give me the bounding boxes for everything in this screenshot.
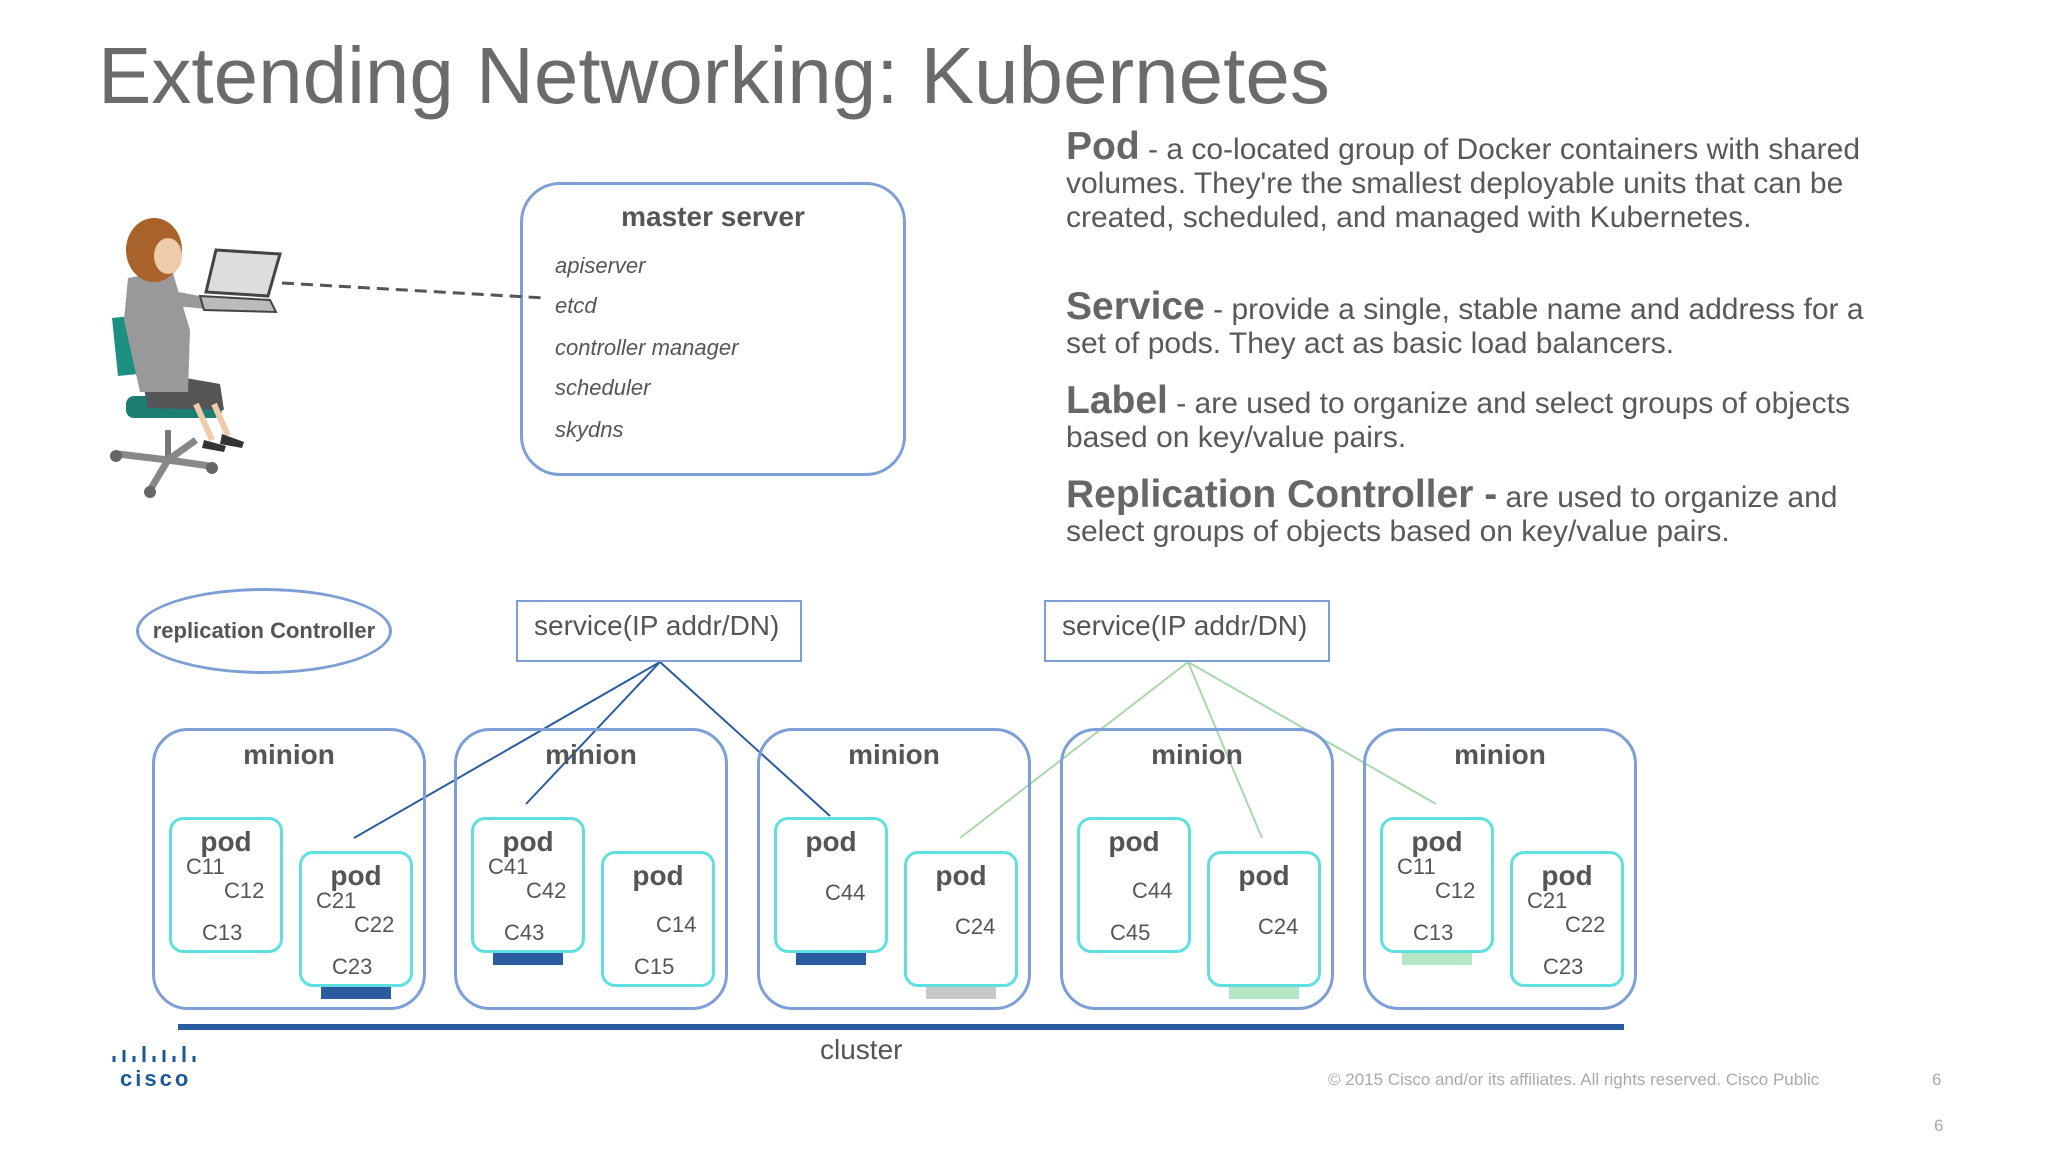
replication-controller-label: replication Controller — [152, 618, 376, 643]
component-skydns: skydns — [555, 417, 624, 442]
pod-label-bar — [796, 953, 866, 965]
pod-label-bar — [493, 953, 563, 965]
pod-label: pod — [1238, 860, 1290, 891]
container-label: C11 — [1397, 854, 1436, 879]
pod-label-bar — [321, 987, 391, 999]
minion-label: minion — [848, 739, 940, 770]
pod-label: pod — [502, 826, 554, 857]
container-label: C21 — [316, 888, 357, 913]
service1-to-pod-link — [659, 661, 831, 817]
container-label: C12 — [224, 878, 265, 903]
cisco-logo — [110, 1044, 200, 1069]
replication-controller-node: replication Controller — [136, 588, 392, 674]
definition-text: are used to organize and select groups o… — [1066, 481, 1838, 548]
container-label: C23 — [332, 954, 373, 979]
service-node: service(IP addr/DN) — [1044, 600, 1330, 662]
pod-label-bar — [926, 987, 996, 999]
cluster-line — [178, 1024, 1624, 1030]
minion-label: minion — [243, 739, 335, 770]
pod-label: pod — [805, 826, 857, 857]
component-apiserver: apiserver — [555, 253, 646, 278]
container-label: C24 — [1258, 914, 1299, 939]
component-controller-manager: controller manager — [555, 335, 739, 360]
service-label: service(IP addr/DN) — [1062, 610, 1308, 641]
container-label: C23 — [1543, 954, 1584, 979]
slide-title: Extending Networking: Kubernetes — [98, 31, 1330, 120]
pod-label: pod — [1108, 826, 1160, 857]
component-scheduler: scheduler — [555, 375, 651, 400]
master-server-box: master server apiserver etcd controller … — [520, 182, 906, 476]
definition-term: Label — [1066, 379, 1168, 422]
pod-label: pod — [200, 826, 252, 857]
pod-label: pod — [1411, 826, 1463, 857]
minion-label: minion — [1151, 739, 1243, 770]
page-number: 6 — [1932, 1070, 1942, 1089]
cluster-label: cluster — [820, 1034, 903, 1065]
definition-pod: Pod - a co-located group of Docker conta… — [1066, 127, 1866, 235]
definition-term: Pod — [1066, 125, 1140, 168]
container-label: C42 — [526, 878, 567, 903]
container-label: C44 — [825, 880, 866, 905]
container-label: C45 — [1110, 920, 1151, 945]
definition-label: Label - are used to organize and select … — [1066, 381, 1866, 455]
container-label: C22 — [1565, 912, 1606, 937]
cisco-wordmark: cisco — [120, 1066, 192, 1091]
container-label: C41 — [488, 854, 529, 879]
master-server-title: master server — [621, 201, 805, 232]
definition-replication-controller: Replication Controller - are used to org… — [1066, 475, 1866, 549]
container-label: C21 — [1527, 888, 1568, 913]
container-label: C12 — [1435, 878, 1476, 903]
container-label: C13 — [202, 920, 243, 945]
pod-label: pod — [935, 860, 987, 891]
definition-term: Service — [1066, 285, 1205, 328]
container-label: C43 — [504, 920, 545, 945]
minion-label: minion — [545, 739, 637, 770]
minion-label: minion — [1454, 739, 1546, 770]
pod-label-bar — [1229, 987, 1299, 999]
container-label: C14 — [656, 912, 697, 937]
service2-to-pod-link — [1187, 661, 1263, 839]
pod-label: pod — [330, 860, 382, 891]
pod-label: pod — [1541, 860, 1593, 891]
definition-text: - provide a single, stable name and addr… — [1066, 293, 1864, 360]
laptop-to-master-link — [281, 281, 546, 300]
service1-to-pod-link — [525, 661, 661, 805]
definition-text: - are used to organize and select groups… — [1066, 387, 1850, 454]
page-number-secondary: 6 — [1934, 1116, 1944, 1135]
definition-text: - a co-located group of Docker container… — [1066, 133, 1861, 234]
container-label: C13 — [1413, 920, 1454, 945]
copyright-text: © 2015 Cisco and/or its affiliates. All … — [1328, 1070, 1820, 1089]
definition-service: Service - provide a single, stable name … — [1066, 287, 1866, 361]
person-at-laptop-illustration — [110, 218, 282, 498]
container-label: C22 — [354, 912, 395, 937]
pod-label-bar — [1402, 953, 1472, 965]
pod-label: pod — [632, 860, 684, 891]
container-label: C15 — [634, 954, 675, 979]
definition-term: Replication Controller - — [1066, 473, 1498, 516]
service1-to-pod-link — [353, 661, 661, 839]
service-node: service(IP addr/DN) — [516, 600, 802, 662]
cisco-bridge-icon — [112, 1046, 196, 1062]
container-label: C24 — [955, 914, 996, 939]
container-label: C44 — [1132, 878, 1173, 903]
component-etcd: etcd — [555, 293, 597, 318]
container-label: C11 — [186, 854, 225, 879]
service-label: service(IP addr/DN) — [534, 610, 780, 641]
